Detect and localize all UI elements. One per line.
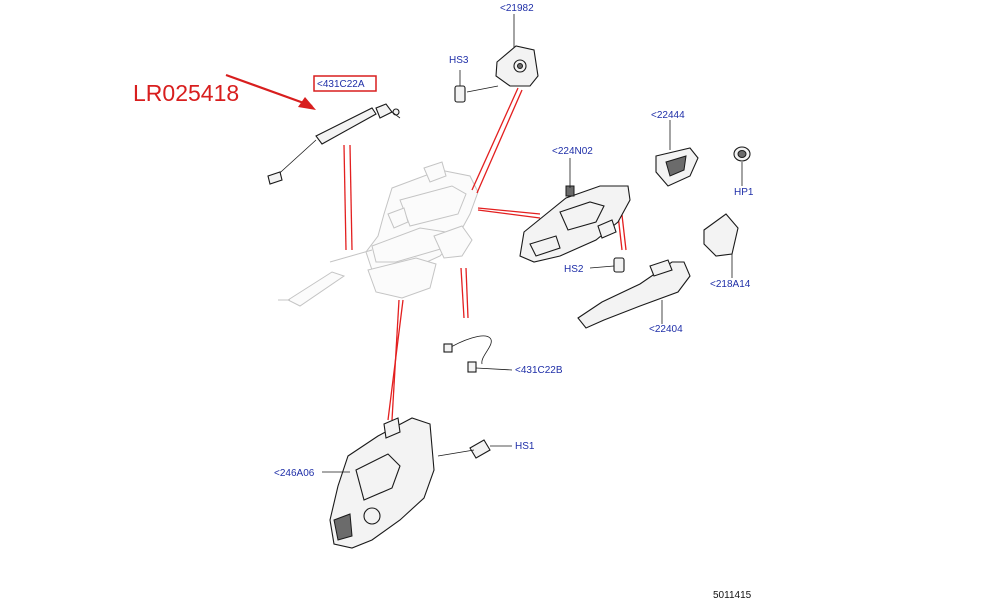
ghost-assembly xyxy=(278,161,479,307)
label-22444: <22444 xyxy=(651,110,685,121)
label-hp1: HP1 xyxy=(734,187,754,198)
label-hs2: HS2 xyxy=(564,264,584,275)
label-431c22b: <431C22B xyxy=(515,365,563,376)
part-246a06-latch xyxy=(322,417,435,549)
label-224n02: <224N02 xyxy=(552,146,593,157)
label-218a14: <218A14 xyxy=(710,279,751,290)
figure-number: 5011415 xyxy=(713,590,752,601)
part-21982-bracket xyxy=(495,14,539,87)
part-218a14-cap xyxy=(703,213,739,278)
callout-arrow xyxy=(225,73,316,110)
part-22404-handle xyxy=(577,259,691,329)
label-431c22a: <431C22A xyxy=(317,79,365,90)
part-hp1-plug xyxy=(733,146,751,186)
label-22404: <22404 xyxy=(649,324,683,335)
label-hs1: HS1 xyxy=(515,441,535,452)
part-22444-bezel xyxy=(655,120,699,187)
part-hs1-bolt xyxy=(437,439,512,459)
part-431c22a-cable xyxy=(267,75,401,185)
label-hs3: HS3 xyxy=(449,55,469,66)
label-246a06: <246A06 xyxy=(274,468,315,479)
part-hs3-bolt xyxy=(454,70,499,103)
reference-callout: LR025418 xyxy=(133,80,239,106)
part-224n02-carrier xyxy=(519,158,631,263)
part-hs2-screw xyxy=(589,257,625,273)
label-21982: <21982 xyxy=(500,3,534,14)
part-labels: LR025418 <21982 HS3 <431C22A <22444 <224… xyxy=(133,3,754,601)
part-431c22b-wire xyxy=(443,335,513,373)
